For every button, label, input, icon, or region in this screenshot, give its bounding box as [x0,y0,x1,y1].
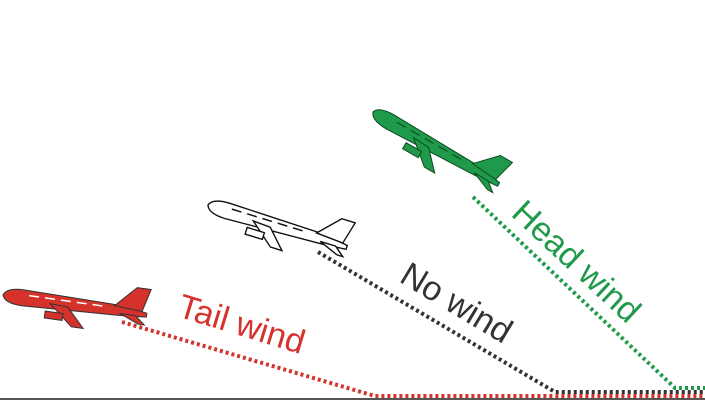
no-wind-label: No wind [394,255,519,351]
no-wind-path [316,250,705,394]
head-wind-airplane-icon [361,88,513,205]
head-wind-path [471,195,705,390]
head-wind-label: Head wind [505,193,648,330]
tail-wind-label: Tail wind [174,287,310,361]
tail-wind-airplane-icon [0,268,152,338]
no-wind-airplane-icon [200,179,356,270]
